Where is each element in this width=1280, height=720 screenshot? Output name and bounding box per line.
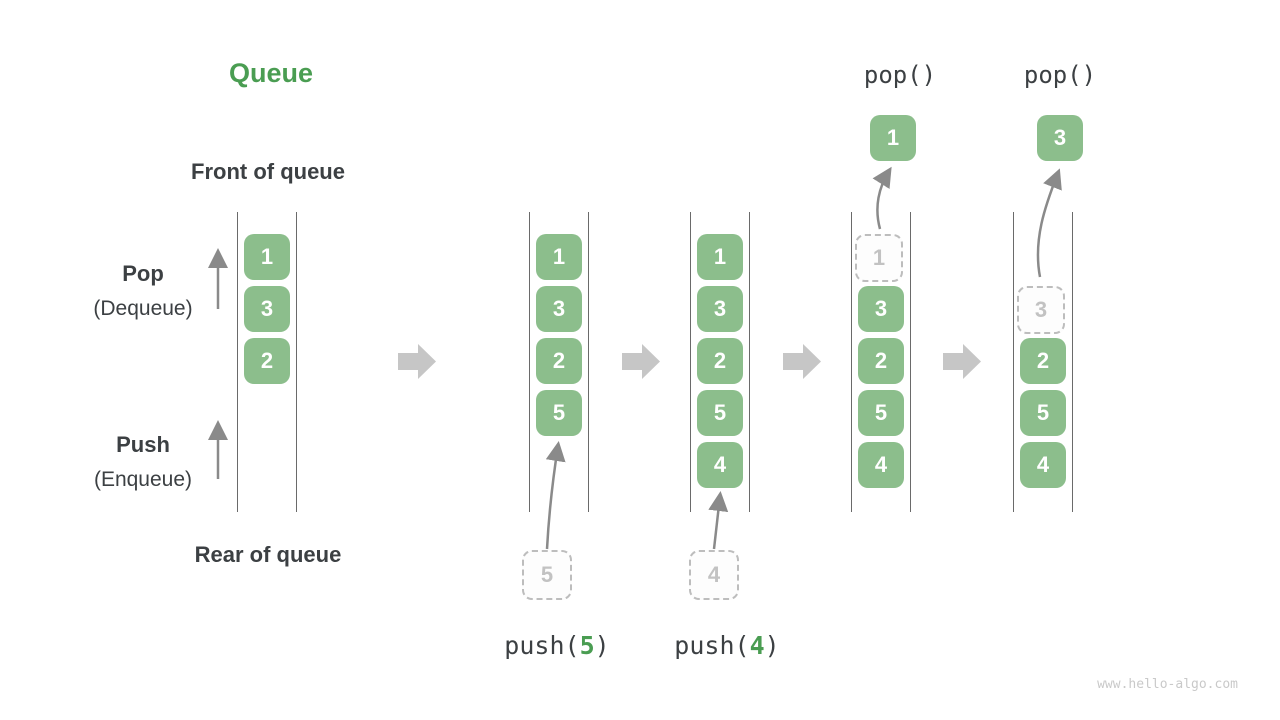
queue-item: 1 — [536, 234, 582, 280]
queue-item: 5 — [536, 390, 582, 436]
queue-item: 3 — [536, 286, 582, 332]
pop-operation-label: Pop — [122, 261, 164, 286]
state-transition-arrow-icon — [398, 344, 436, 379]
push-call-arg: 5 — [579, 631, 595, 660]
queue-item: 4 — [1020, 442, 1066, 488]
push-call-label: push(5) — [477, 631, 637, 660]
queue-state-2: 1 3 2 5 — [529, 212, 589, 512]
queue-item-removed: 1 — [855, 234, 903, 282]
push-call-prefix: push( — [504, 631, 580, 660]
enqueue-alias-label: (Enqueue) — [93, 468, 193, 491]
queue-item: 4 — [858, 442, 904, 488]
queue-state-1: 1 3 2 — [237, 212, 297, 512]
state-transition-arrow-icon — [783, 344, 821, 379]
queue-item-removed: 3 — [1017, 286, 1065, 334]
state-transition-arrow-icon — [943, 344, 981, 379]
push-4-arrow-icon — [708, 491, 729, 550]
front-of-queue-label: Front of queue — [191, 159, 345, 184]
staged-value-box: 4 — [689, 550, 739, 600]
push-call-prefix: push( — [674, 631, 750, 660]
popped-value-box: 3 — [1037, 115, 1083, 161]
queue-item: 5 — [697, 390, 743, 436]
push-call-label: push(4) — [647, 631, 807, 660]
queue-item: 2 — [858, 338, 904, 384]
popped-value-box: 1 — [870, 115, 916, 161]
queue-item: 2 — [1020, 338, 1066, 384]
queue-item: 3 — [244, 286, 290, 332]
push-call-suffix: ) — [594, 631, 610, 660]
push-call-suffix: ) — [764, 631, 780, 660]
pop-call-label: pop() — [1023, 61, 1097, 89]
push-operation-label: Push — [116, 432, 170, 457]
queue-item: 2 — [536, 338, 582, 384]
diagram-title: Queue — [229, 58, 314, 88]
dequeue-alias-label: (Dequeue) — [93, 297, 193, 320]
queue-state-4: 1 3 2 5 4 — [851, 212, 911, 512]
queue-state-3: 1 3 2 5 4 — [690, 212, 750, 512]
pop-3-arrow-icon — [1036, 168, 1062, 278]
queue-item: 1 — [697, 234, 743, 280]
queue-item: 2 — [697, 338, 743, 384]
push-5-arrow-icon — [545, 441, 566, 550]
queue-item: 5 — [858, 390, 904, 436]
queue-item: 4 — [697, 442, 743, 488]
watermark: www.hello-algo.com — [1097, 677, 1238, 692]
pop-call-label: pop() — [863, 61, 937, 89]
push-call-arg: 4 — [749, 631, 765, 660]
rear-of-queue-label: Rear of queue — [194, 542, 342, 567]
queue-item: 1 — [244, 234, 290, 280]
queue-state-5: 3 2 5 4 — [1013, 212, 1073, 512]
staged-value-box: 5 — [522, 550, 572, 600]
state-transition-arrow-icon — [622, 344, 660, 379]
pop-1-arrow-icon — [872, 166, 892, 230]
queue-item: 3 — [697, 286, 743, 332]
queue-item: 5 — [1020, 390, 1066, 436]
queue-item: 2 — [244, 338, 290, 384]
queue-item: 3 — [858, 286, 904, 332]
